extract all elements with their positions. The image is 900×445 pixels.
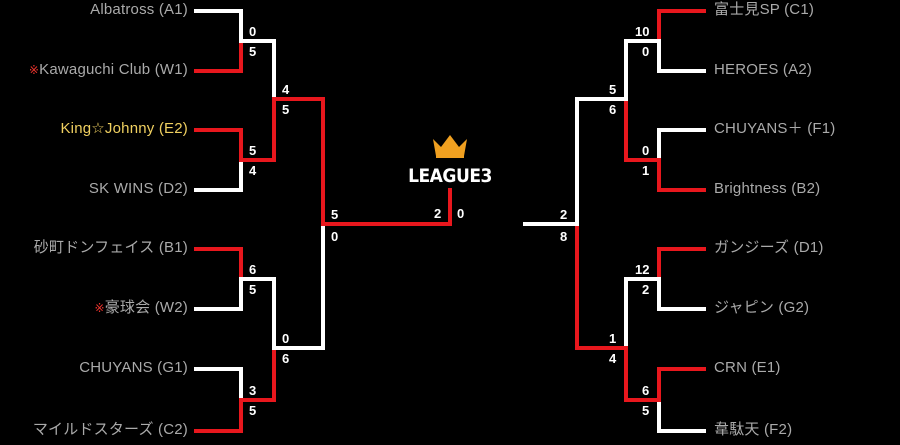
team-label: ガンジーズ (D1) xyxy=(714,239,824,257)
team-label: ジャピン (G2) xyxy=(714,299,809,317)
team-name: Brightness (B2) xyxy=(714,180,821,197)
team-label: 富士見SP (C1) xyxy=(714,1,814,19)
r2-branch-top xyxy=(624,277,661,350)
r1-branch-top xyxy=(657,367,706,402)
r2-branch-bottom xyxy=(624,346,661,402)
match-score-bottom: 5 xyxy=(249,403,257,418)
match-score-top: 0 xyxy=(642,143,650,158)
team-name: SK WINS (D2) xyxy=(88,180,188,197)
match-score-top: 4 xyxy=(282,82,290,97)
r1-branch-bottom xyxy=(657,39,706,73)
team-name: Albatross (A1) xyxy=(90,1,188,18)
team-label: 砂町ドンフェイス (B1) xyxy=(34,239,188,257)
team-name: Kawaguchi Club (W1) xyxy=(39,61,188,78)
team-name: CHUYANS (G1) xyxy=(79,359,188,376)
match-score-top: 5 xyxy=(609,82,617,97)
final-score-left: 2 xyxy=(434,206,442,221)
r1-branch-bottom xyxy=(194,39,243,73)
team-label: SK WINS (D2) xyxy=(89,180,188,198)
match-score-top: 6 xyxy=(642,383,650,398)
team-name: 韋駄天 (F2) xyxy=(714,421,793,438)
r1-branch-top xyxy=(194,367,243,402)
match-score-bottom: 4 xyxy=(609,351,617,366)
semi-branch-top xyxy=(272,97,325,226)
team-label: CHUYANS (G1) xyxy=(79,359,188,377)
r2-branch-bottom xyxy=(239,346,276,402)
match-score-bottom: 5 xyxy=(249,282,257,297)
team-label: HEROES (A2) xyxy=(714,61,812,79)
team-label: Albatross (A1) xyxy=(90,1,188,19)
match-score-bottom: 8 xyxy=(560,229,568,244)
semi-branch-bottom xyxy=(575,222,628,350)
match-score-top: 1 xyxy=(609,331,617,346)
team-label: King☆Johnny (E2) xyxy=(60,120,188,138)
match-score-bottom: 2 xyxy=(642,282,650,297)
match-score-bottom: 1 xyxy=(642,163,650,178)
final-score-right: 0 xyxy=(457,206,465,221)
match-score-top: 2 xyxy=(560,207,568,222)
team-name: ガンジーズ (D1) xyxy=(714,239,824,256)
semi-branch-top xyxy=(575,97,628,226)
match-score-top: 5 xyxy=(249,143,257,158)
team-name: HEROES (A2) xyxy=(714,61,813,78)
match-score-top: 0 xyxy=(282,331,290,346)
team-name: King☆Johnny (E2) xyxy=(60,120,188,137)
semi-branch-bottom xyxy=(272,222,325,350)
match-score-top: 6 xyxy=(249,262,257,277)
crown-icon xyxy=(433,135,467,158)
r1-branch-top xyxy=(194,128,243,162)
r1-branch-bottom xyxy=(194,277,243,311)
team-label: CHUYANS＋ (F1) xyxy=(714,120,836,138)
team-name: CHUYANS＋ (F1) xyxy=(714,120,836,137)
r1-branch-bottom xyxy=(657,398,706,433)
match-score-bottom: 0 xyxy=(642,44,650,59)
match-score-top: 12 xyxy=(635,262,650,277)
r1-branch-bottom xyxy=(194,398,243,433)
team-label: マイルドスターズ (C2) xyxy=(33,421,188,439)
team-name: CRN (E1) xyxy=(714,359,781,376)
match-score-bottom: 6 xyxy=(282,351,290,366)
r1-branch-top xyxy=(194,247,243,281)
match-score-bottom: 5 xyxy=(249,44,257,59)
team-label: ※豪球会 (W2) xyxy=(94,299,188,317)
match-score-top: 3 xyxy=(249,383,257,398)
match-score-bottom: 6 xyxy=(609,102,617,117)
team-label: CRN (E1) xyxy=(714,359,781,377)
r2-branch-bottom xyxy=(624,97,661,162)
match-score-top: 10 xyxy=(635,24,650,39)
r1-branch-top xyxy=(657,9,706,43)
r2-branch-top xyxy=(239,39,276,101)
team-name: ジャピン (G2) xyxy=(714,299,810,316)
team-name: 豪球会 (W2) xyxy=(104,299,188,316)
team-name: 砂町ドンフェイス (B1) xyxy=(33,239,188,256)
team-name: マイルドスターズ (C2) xyxy=(32,421,188,438)
team-label: 韋駄天 (F2) xyxy=(714,421,792,439)
team-label: Brightness (B2) xyxy=(714,180,820,198)
r2-branch-top xyxy=(624,39,661,101)
r1-branch-top xyxy=(657,128,706,162)
team-name: 富士見SP (C1) xyxy=(714,1,815,18)
team-label: ※Kawaguchi Club (W1) xyxy=(29,61,188,79)
r1-branch-top xyxy=(194,9,243,43)
reference-mark: ※ xyxy=(94,301,105,315)
league-title: LEAGUE3 xyxy=(408,165,492,187)
r1-branch-bottom xyxy=(657,277,706,311)
match-score-bottom: 5 xyxy=(642,403,650,418)
match-score-top: 5 xyxy=(331,207,339,222)
r1-branch-top xyxy=(657,247,706,281)
r1-branch-bottom xyxy=(657,158,706,192)
r2-branch-bottom xyxy=(239,97,276,162)
match-score-top: 0 xyxy=(249,24,257,39)
match-score-bottom: 0 xyxy=(331,229,339,244)
match-score-bottom: 4 xyxy=(249,163,257,178)
r1-branch-bottom xyxy=(194,158,243,192)
match-score-bottom: 5 xyxy=(282,102,290,117)
r2-branch-top xyxy=(239,277,276,350)
reference-mark: ※ xyxy=(28,63,40,77)
